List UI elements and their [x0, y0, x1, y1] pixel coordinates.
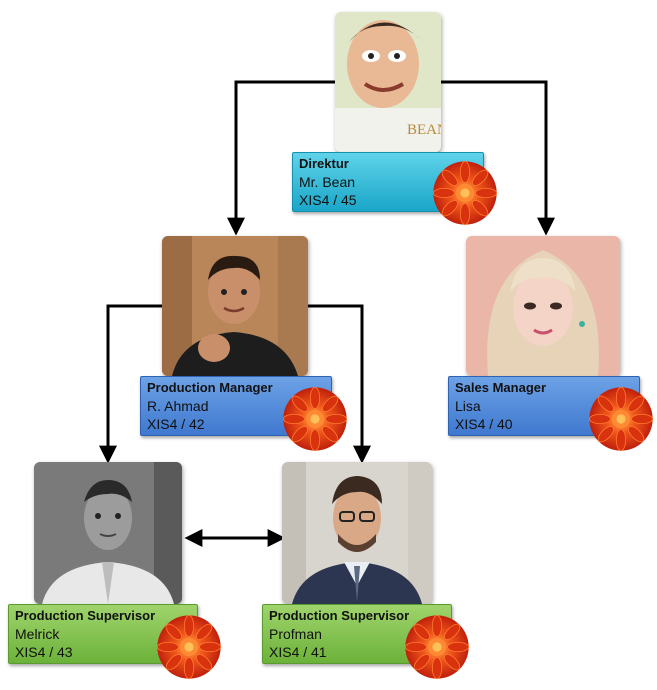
production-manager-code: XIS4 / 42 — [147, 416, 205, 432]
production-manager-photo — [162, 236, 308, 376]
supervisor-profman-code: XIS4 / 41 — [269, 644, 327, 660]
supervisor-profman-name: Profman — [269, 626, 322, 642]
connector-manager-to-supervisor-profman — [308, 304, 371, 464]
supervisor-melrick-photo — [34, 462, 182, 604]
director-code: XIS4 / 45 — [299, 192, 357, 208]
director-photo-text: BEAN — [407, 122, 441, 138]
sales-manager-code: XIS4 / 40 — [455, 416, 513, 432]
red-flower-icon — [156, 614, 222, 680]
supervisor-melrick-code: XIS4 / 43 — [15, 644, 73, 660]
sales-manager-photo — [466, 236, 620, 376]
red-flower-icon — [432, 160, 498, 226]
red-flower-icon — [404, 614, 470, 680]
supervisor-melrick-name: Melrick — [15, 626, 60, 642]
director-name: Mr. Bean — [299, 174, 356, 190]
sales-manager-name: Lisa — [455, 398, 481, 414]
supervisor-melrick-role: Production Supervisor — [15, 608, 156, 623]
red-flower-icon — [282, 386, 348, 452]
production-manager-role: Production Manager — [147, 380, 273, 395]
director-role: Direktur — [299, 156, 349, 171]
production-manager-name: R. Ahmad — [147, 398, 209, 414]
connector-manager-to-supervisor-melrick — [99, 304, 162, 464]
connector-director-to-sales-manager — [440, 80, 555, 236]
supervisor-profman-role: Production Supervisor — [269, 608, 410, 623]
connector-director-to-production-manager — [227, 80, 335, 236]
red-flower-icon — [588, 386, 654, 452]
sales-manager-role: Sales Manager — [455, 380, 547, 395]
supervisor-profman-photo — [282, 462, 432, 604]
director-photo: BEAN — [335, 12, 441, 152]
